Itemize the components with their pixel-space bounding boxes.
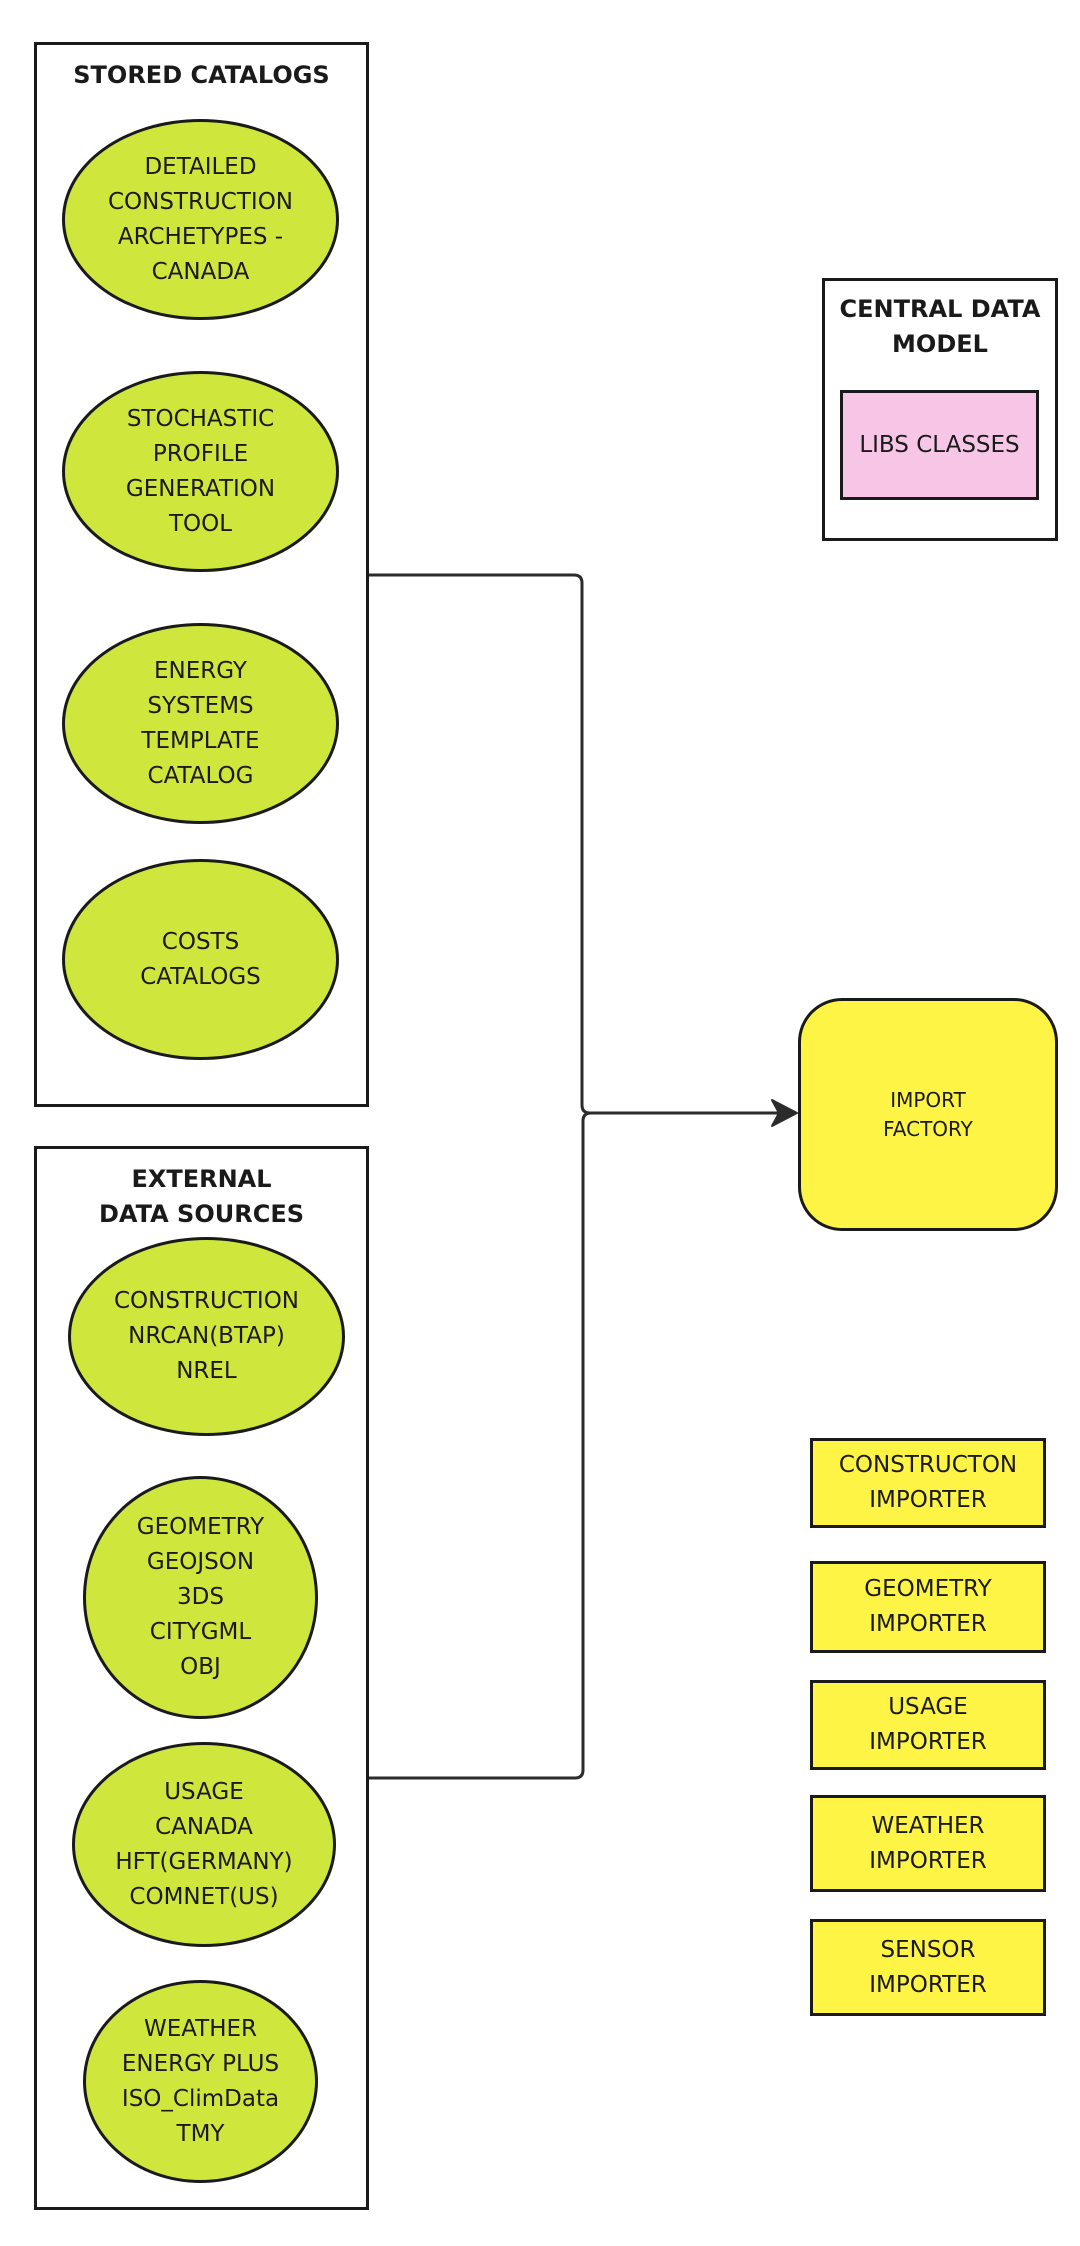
ellipse-text-line: WEATHER [143, 2015, 258, 2042]
ellipse-text-line: SYSTEMS [147, 692, 254, 719]
ellipse-text-line: STOCHASTIC [126, 405, 275, 432]
connector-stored-catalogs-to-factory [368, 573, 782, 1115]
ellipse-text-line: COSTS [161, 928, 240, 955]
arrowhead-icon [771, 1099, 798, 1127]
factory-text-line: FACTORY [883, 1116, 973, 1141]
stored-catalogs-title: STORED CATALOGS [73, 61, 330, 89]
importer-text-line: GEOMETRY [864, 1576, 992, 1602]
usage-importer-box: USAGE IMPORTER [810, 1680, 1046, 1770]
title-line: MODEL [892, 330, 988, 358]
connector-external-sources-to-factory [368, 1111, 592, 1780]
ellipse-text-line: HFT(GERMANY) [115, 1848, 293, 1875]
ellipse-text-line: ISO_ClimData [121, 2085, 280, 2112]
construction-importer-box: CONSTRUCTON IMPORTER [810, 1438, 1046, 1528]
ellipse-text-line: CONSTRUCTION [107, 188, 294, 215]
import-factory-box: IMPORT FACTORY [798, 998, 1058, 1231]
importer-text-line: WEATHER [871, 1812, 985, 1839]
ellipse-text-line: ENERGY PLUS [121, 2050, 280, 2077]
external-data-sources-title: EXTERNAL DATA SOURCES [37, 1162, 366, 1232]
sensor-importer-box: SENSOR IMPORTER [810, 1919, 1046, 2016]
catalog-detailed-construction-archetypes: DETAILED CONSTRUCTION ARCHETYPES - CANAD… [62, 119, 339, 320]
importer-text-line: IMPORTER [869, 1847, 987, 1874]
importer-text-line: IMPORTER [869, 1487, 987, 1513]
ellipse-text-line: GENERATION [125, 475, 276, 502]
ellipse-text-line: CANADA [151, 258, 250, 285]
importer-text-line: IMPORTER [869, 1611, 987, 1637]
title-line: CENTRAL DATA [839, 295, 1041, 323]
title-line: EXTERNAL [131, 1165, 272, 1193]
ellipse-text-line: OBJ [180, 1654, 221, 1680]
ellipse-text-line: GEOJSON [146, 1549, 255, 1575]
ellipse-text-line: ENERGY [154, 657, 247, 684]
central-data-model-title: CENTRAL DATA MODEL [825, 292, 1055, 362]
ellipse-text-line: TMY [176, 2120, 225, 2147]
ellipse-text-line: PROFILE [152, 440, 249, 467]
ellipse-text-line: CATALOG [147, 762, 254, 789]
title-line: DATA SOURCES [98, 1200, 305, 1228]
ellipse-text-line: NREL [176, 1358, 237, 1384]
ellipse-text-line: NRCAN(BTAP) [128, 1323, 285, 1349]
source-usage: USAGE CANADA HFT(GERMANY) COMNET(US) [72, 1742, 336, 1947]
geometry-importer-box: GEOMETRY IMPORTER [810, 1561, 1046, 1653]
ellipse-text-line: CATALOGS [140, 963, 261, 990]
catalog-energy-systems-template: ENERGY SYSTEMS TEMPLATE CATALOG [62, 623, 339, 824]
ellipse-text-line: ARCHETYPES - [117, 223, 284, 250]
catalog-costs: COSTS CATALOGS [62, 859, 339, 1060]
source-construction: CONSTRUCTION NRCAN(BTAP) NREL [68, 1237, 345, 1436]
libs-classes-label: LIBS CLASSES [859, 432, 1020, 458]
ellipse-text-line: TEMPLATE [141, 727, 260, 754]
importer-text-line: CONSTRUCTON [838, 1452, 1018, 1478]
weather-importer-box: WEATHER IMPORTER [810, 1795, 1046, 1892]
factory-text-line: IMPORT [890, 1087, 966, 1112]
ellipse-text-line: DETAILED [144, 153, 257, 180]
ellipse-text-line: CONSTRUCTION [113, 1288, 300, 1314]
importer-text-line: USAGE [888, 1694, 968, 1720]
ellipse-text-line: 3DS [177, 1584, 224, 1610]
ellipse-text-line: CITYGML [149, 1619, 252, 1645]
ellipse-text-line: TOOL [168, 510, 233, 537]
ellipse-text-line: GEOMETRY [136, 1514, 265, 1540]
libs-classes-box: LIBS CLASSES [840, 390, 1039, 500]
importer-text-line: IMPORTER [869, 1729, 987, 1755]
importer-text-line: IMPORTER [869, 1971, 987, 1998]
ellipse-text-line: COMNET(US) [129, 1883, 279, 1910]
importer-text-line: SENSOR [880, 1936, 976, 1963]
ellipse-text-line: CANADA [155, 1813, 253, 1840]
source-geometry: GEOMETRY GEOJSON 3DS CITYGML OBJ [83, 1476, 318, 1719]
ellipse-text-line: USAGE [164, 1778, 244, 1805]
source-weather: WEATHER ENERGY PLUS ISO_ClimData TMY [83, 1980, 318, 2183]
catalog-stochastic-profile-generation-tool: STOCHASTIC PROFILE GENERATION TOOL [62, 371, 339, 572]
